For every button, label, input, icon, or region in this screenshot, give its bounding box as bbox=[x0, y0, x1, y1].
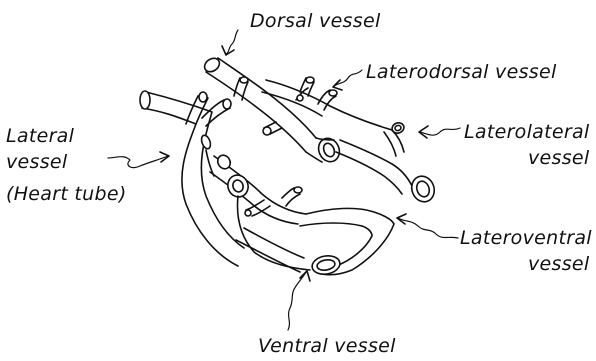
lateral-vessel bbox=[142, 92, 244, 266]
left-branch-2-end bbox=[223, 99, 231, 109]
small-left-opening bbox=[200, 134, 212, 150]
laterolateral-top-end bbox=[391, 121, 406, 135]
lateroventral-label-line1: Lateroventral bbox=[460, 227, 592, 249]
laterolateral-front-end bbox=[408, 173, 438, 205]
laterolateral-label-line1: Laterolateral bbox=[464, 121, 590, 143]
left-branch-1-end bbox=[199, 92, 207, 102]
lateral-label-line1: Lateral bbox=[6, 125, 75, 147]
dorsal-arrowhead bbox=[222, 46, 234, 55]
heart-drawing bbox=[140, 55, 438, 276]
ventral-vessel-label: Ventral vessel bbox=[258, 335, 396, 357]
lateral-label-line3: (Heart tube) bbox=[6, 183, 127, 205]
ventral-vessel bbox=[236, 228, 304, 272]
laterodorsal-arrowhead bbox=[333, 80, 342, 90]
laterolateral-arrowhead bbox=[419, 126, 428, 138]
laterolateral-vessel bbox=[336, 130, 412, 194]
lateroventral-arrow bbox=[398, 218, 458, 238]
central-branch-end-1 bbox=[245, 210, 251, 216]
dorsal-branch-a-end bbox=[240, 77, 248, 83]
lateral-vessel-left-end bbox=[140, 91, 150, 109]
labels: Dorsal vessel Laterodorsal vessel Latera… bbox=[6, 10, 592, 357]
lateral-label-line2: vessel bbox=[6, 151, 68, 173]
laterodorsal-branch-end-2 bbox=[329, 90, 337, 96]
ventral-vessel-end bbox=[311, 254, 342, 277]
lateroventral-label-line2: vessel bbox=[528, 253, 590, 275]
laterodorsal-arrow bbox=[334, 70, 362, 86]
ventral-arrow bbox=[288, 272, 306, 330]
dorsal-branch-b-end bbox=[263, 127, 271, 135]
central-branch-end-2 bbox=[294, 187, 302, 193]
laterodorsal-branch-end-3 bbox=[297, 95, 303, 101]
laterolateral-label-line2: vessel bbox=[528, 147, 590, 169]
laterolateral-arrow bbox=[420, 128, 460, 135]
laterodorsal-branch-end-1 bbox=[306, 77, 314, 83]
lateral-arrow bbox=[108, 156, 168, 168]
laterodorsal-vessel-label: Laterodorsal vessel bbox=[366, 61, 557, 83]
dorsal-vessel-label: Dorsal vessel bbox=[250, 10, 381, 32]
